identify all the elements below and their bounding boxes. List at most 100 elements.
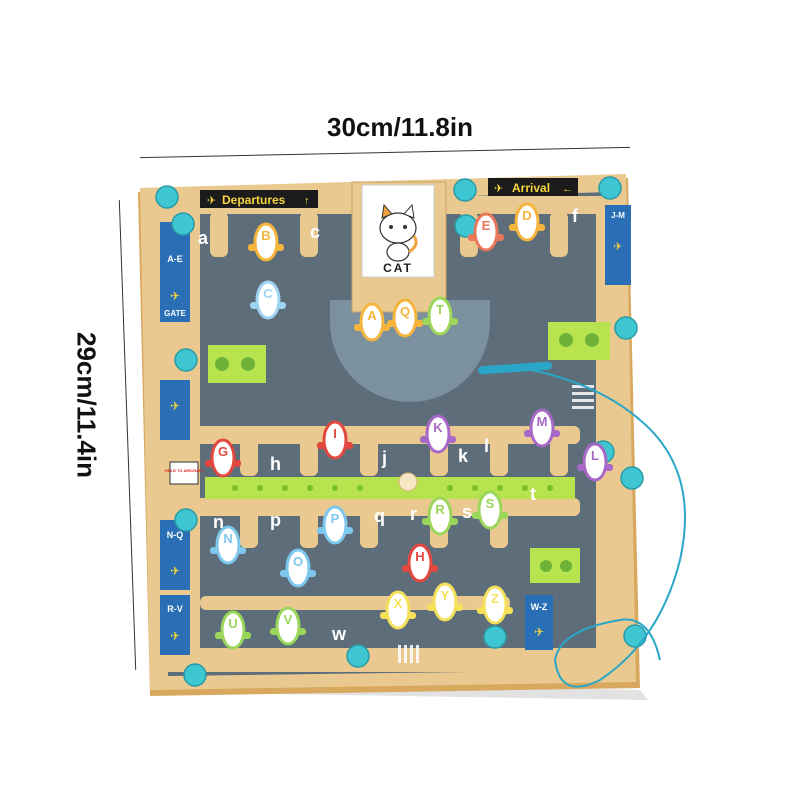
plane-icon-nq: ✈: [170, 564, 180, 578]
plane-piece[interactable]: P: [317, 505, 353, 545]
plane-piece[interactable]: K: [420, 414, 456, 454]
plane-body: [255, 280, 281, 320]
plane-piece[interactable]: C: [250, 280, 286, 320]
plane-letter: K: [433, 420, 443, 435]
plane-piece[interactable]: U: [215, 610, 251, 650]
plane-letter: S: [486, 496, 495, 511]
left-range-nq: N-Q: [167, 530, 184, 540]
card-word: CAT: [383, 261, 413, 275]
left-range-ae: A-E: [167, 254, 183, 264]
plane-body: [220, 610, 246, 650]
plane-letter: H: [415, 549, 424, 564]
letter-f: f: [572, 206, 579, 226]
letter-a: a: [198, 228, 209, 248]
knob: [483, 625, 507, 649]
plane-piece[interactable]: X: [380, 590, 416, 630]
arrival-label: Arrival: [512, 181, 550, 195]
plane-letter: Z: [491, 591, 499, 606]
plane-body: [427, 496, 453, 536]
left-sign-panel: [160, 222, 190, 322]
letter-q: q: [374, 506, 385, 526]
plane-letter: V: [284, 612, 293, 627]
gate-label: GATE: [164, 309, 186, 318]
plane-departure-icon: ✈: [207, 195, 216, 207]
departures-label: Departures: [222, 193, 286, 207]
right-range-jm: J-M: [611, 211, 625, 220]
plane-piece[interactable]: A: [354, 302, 390, 342]
plane-piece[interactable]: I: [317, 420, 353, 460]
knob: [453, 178, 477, 202]
plane-piece[interactable]: Q: [387, 298, 423, 338]
plane-body: [407, 543, 433, 583]
plane-icon-right: ✈: [613, 241, 622, 253]
letter-r: r: [410, 504, 417, 524]
plane-body: [432, 582, 458, 622]
plane-piece[interactable]: B: [248, 222, 284, 262]
plane-arrival-icon: ✈: [494, 183, 503, 195]
letter-l: l: [484, 436, 489, 456]
plane-piece[interactable]: E: [468, 212, 504, 252]
plane-piece[interactable]: G: [205, 438, 241, 478]
plane-piece[interactable]: T: [422, 296, 458, 336]
plane-piece[interactable]: D: [509, 202, 545, 242]
plane-icon-wz: ✈: [534, 625, 544, 639]
plane-body: [425, 414, 451, 454]
plane-letter: X: [394, 596, 403, 611]
plane-piece[interactable]: N: [210, 525, 246, 565]
plane-letter: C: [263, 286, 273, 301]
plane-piece[interactable]: M: [524, 408, 560, 448]
plane-piece[interactable]: O: [280, 548, 316, 588]
plane-body: [385, 590, 411, 630]
central-green-lane: [205, 477, 575, 499]
plane-body: [210, 438, 236, 478]
yield-sign: [169, 461, 199, 485]
plane-body: [322, 420, 348, 460]
plane-body: [253, 222, 279, 262]
plane-piece[interactable]: L: [577, 442, 613, 482]
plane-body: [529, 408, 555, 448]
letter-c: c: [310, 222, 320, 242]
plane-body: [514, 202, 540, 242]
magnet-pen-rope: [531, 369, 686, 688]
plane-letter: P: [331, 511, 340, 526]
left-sign-panel-lower: [160, 380, 190, 440]
knob: [171, 212, 195, 236]
letter-j: j: [381, 448, 387, 468]
plane-piece[interactable]: R: [422, 496, 458, 536]
plane-piece[interactable]: V: [270, 606, 306, 646]
knob: [620, 466, 644, 490]
plane-body: [392, 298, 418, 338]
plane-body: [215, 525, 241, 565]
plane-body: [477, 490, 503, 530]
right-sign-panel: [605, 205, 631, 285]
knob: [614, 316, 638, 340]
magnet-pen[interactable]: [478, 361, 552, 375]
letter-p: p: [270, 510, 281, 530]
plane-letter: L: [591, 448, 599, 463]
letter-w: w: [331, 624, 347, 644]
plane-body: [473, 212, 499, 252]
plane-body: [285, 548, 311, 588]
departures-sign: [200, 190, 318, 208]
arrow-up-icon: ↑: [304, 195, 310, 207]
arrival-sign: [488, 178, 578, 196]
arrow-left-icon: ←: [562, 183, 573, 195]
plane-body: [482, 585, 508, 625]
plane-letter: Y: [441, 588, 450, 603]
letter-s: s: [462, 502, 472, 522]
plane-piece[interactable]: H: [402, 543, 438, 583]
plane-body: [427, 296, 453, 336]
letter-h: h: [270, 454, 281, 474]
plane-letter: O: [293, 554, 303, 569]
plane-letter: A: [367, 308, 377, 323]
grass-island-right: [548, 322, 610, 360]
plane-letter: I: [333, 426, 337, 441]
plane-piece[interactable]: Z: [477, 585, 513, 625]
yield-label: YIELD TO AIRCRAFT: [164, 468, 204, 473]
right-sign-panel-wz: [525, 595, 553, 650]
plane-piece[interactable]: S: [472, 490, 508, 530]
board-letters: a c f h j k l n p q r s t w: [198, 206, 579, 644]
knob: [183, 663, 207, 687]
plane-piece[interactable]: Y: [427, 582, 463, 622]
